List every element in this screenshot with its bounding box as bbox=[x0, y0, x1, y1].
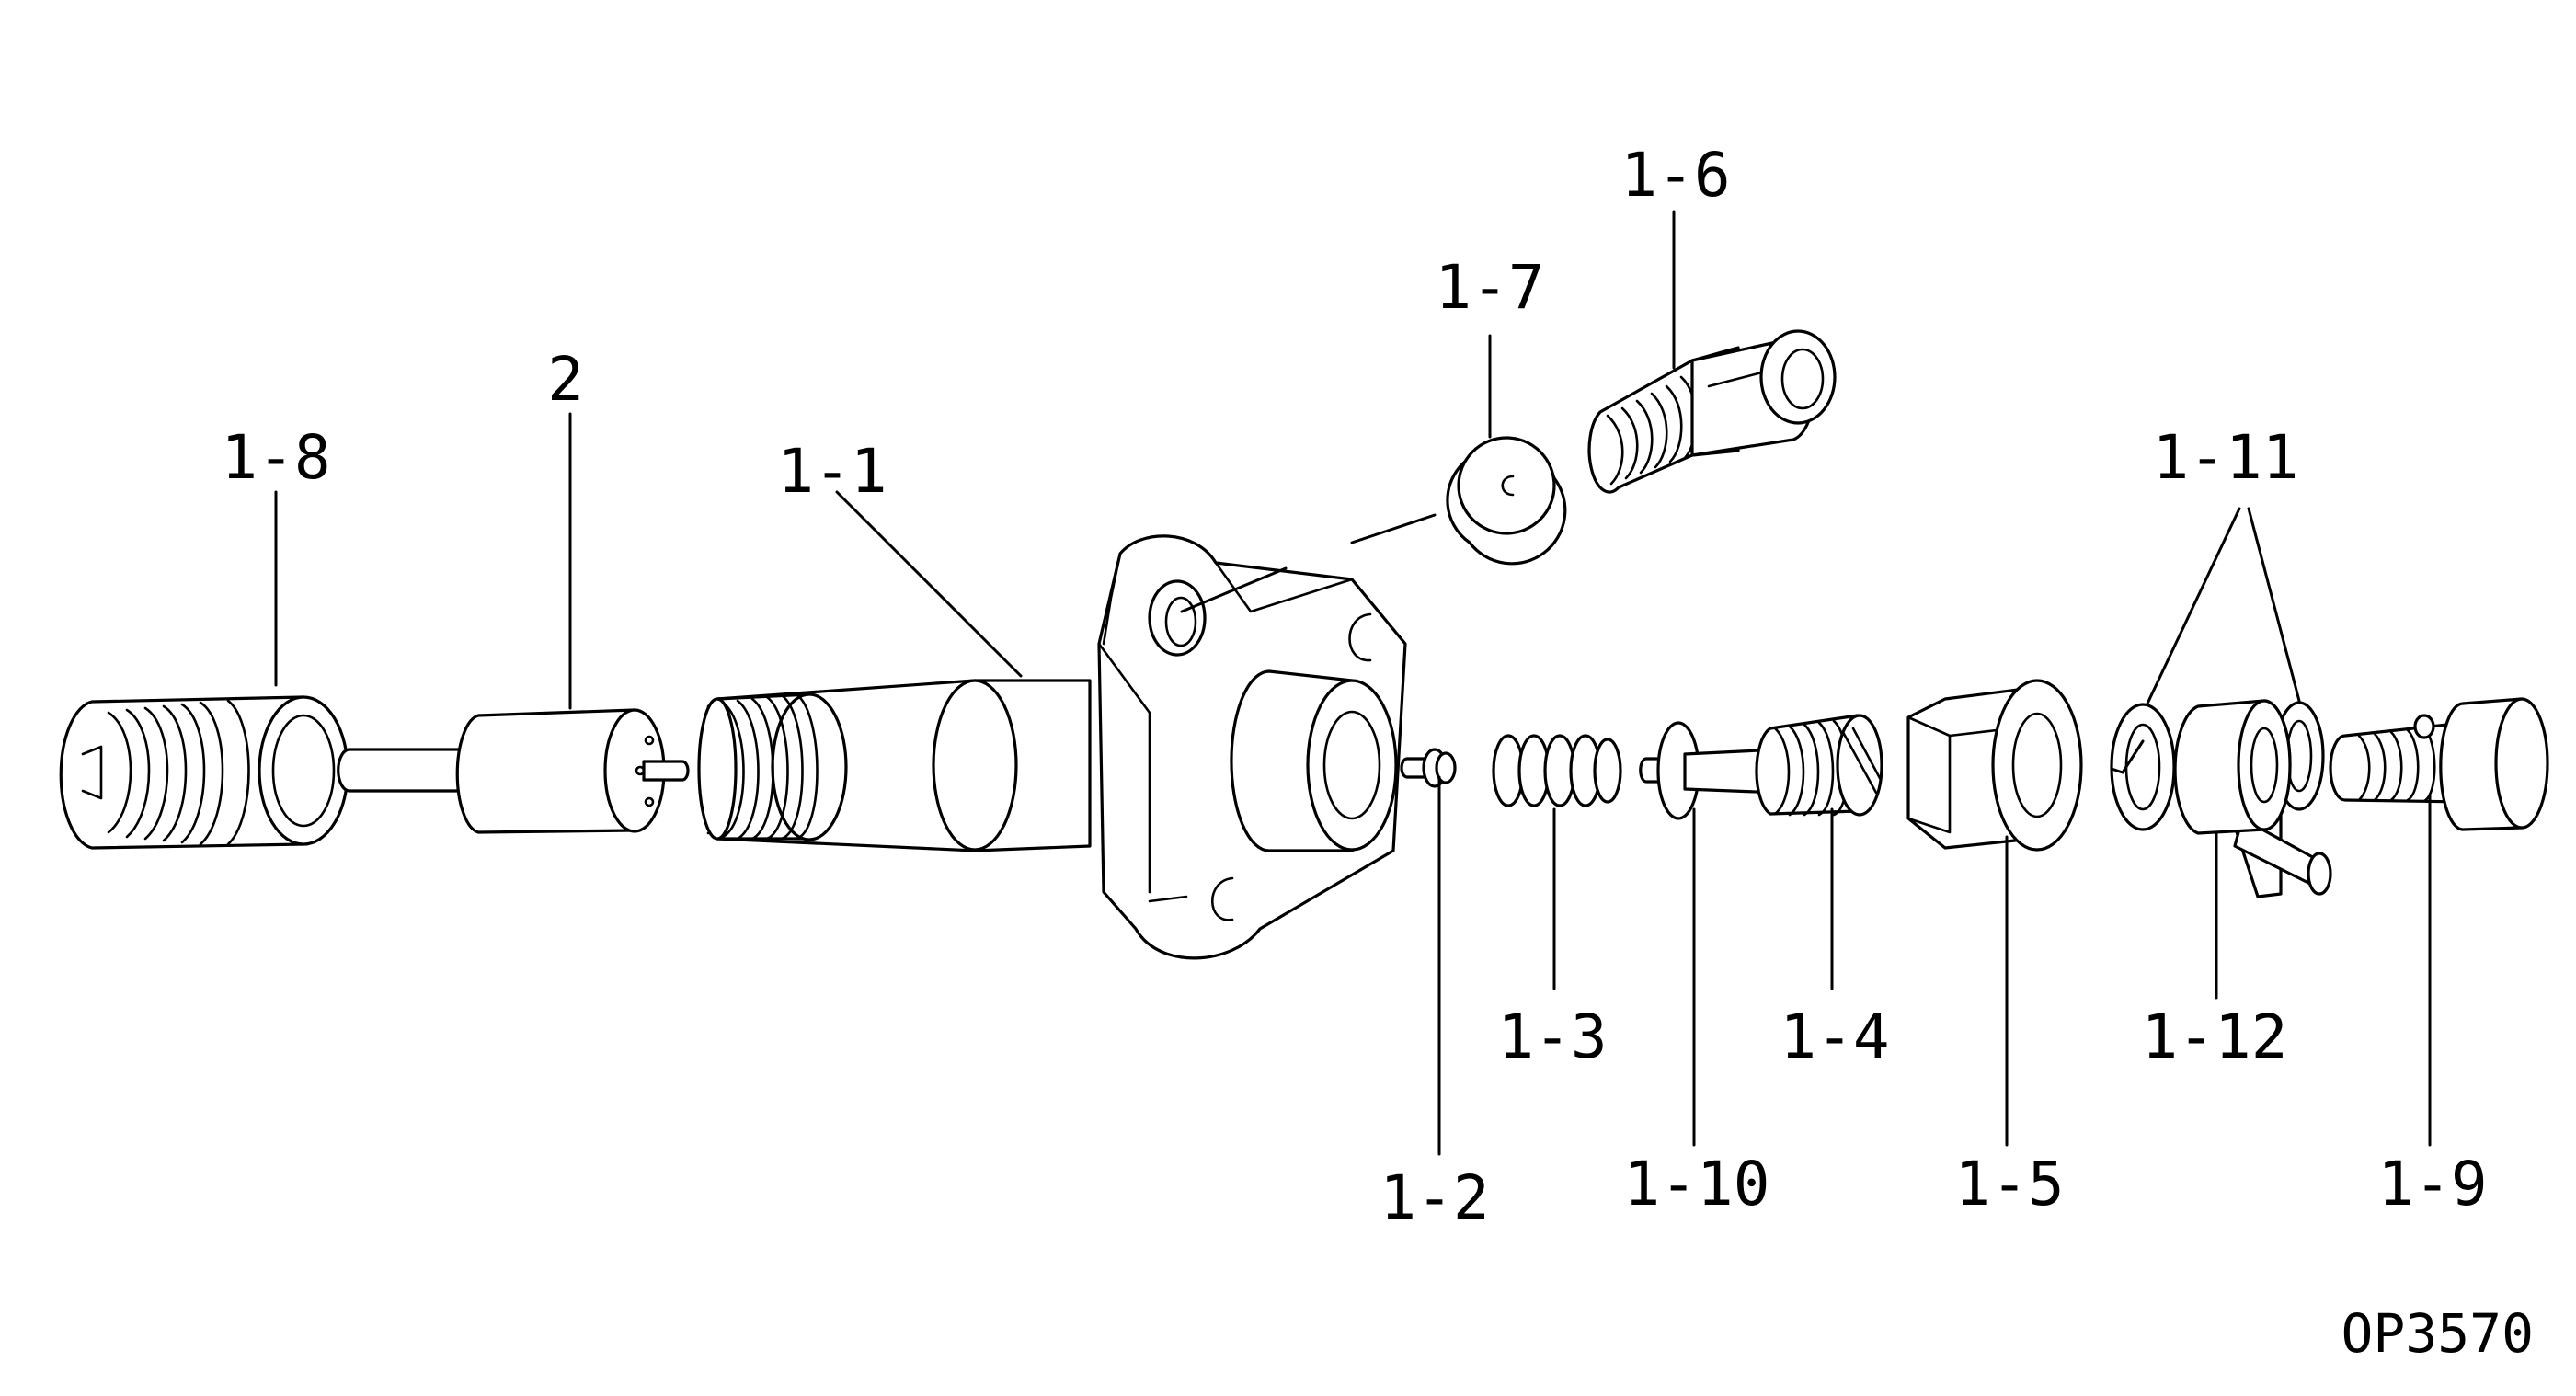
assembly-guide bbox=[1180, 513, 1437, 613]
part-1-8-retaining-nut bbox=[59, 695, 349, 850]
label-1-10: 1-10 bbox=[1624, 1149, 1770, 1219]
part-1-1-holder-body bbox=[697, 534, 1407, 960]
label-1-4: 1-4 bbox=[1780, 1001, 1889, 1072]
part-labels: 1-8 2 1-1 1-7 1-6 1-11 1-3 1-4 1-12 1-2 … bbox=[221, 140, 2487, 1233]
label-1-9: 1-9 bbox=[2377, 1149, 2487, 1219]
label-1-12: 1-12 bbox=[2142, 1001, 2288, 1072]
label-1-11: 1-11 bbox=[2153, 422, 2299, 493]
leader-lines bbox=[274, 210, 2432, 1156]
part-1-11-gaskets bbox=[2110, 701, 2325, 831]
leader-1-11-a bbox=[2146, 507, 2241, 705]
leader-1-11-b bbox=[2247, 507, 2301, 703]
part-1-3-spring bbox=[1492, 734, 1622, 807]
label-1-2: 1-2 bbox=[1380, 1162, 1489, 1233]
label-1-6: 1-6 bbox=[1620, 140, 1730, 211]
label-1-5: 1-5 bbox=[1954, 1149, 2064, 1219]
label-1-3: 1-3 bbox=[1497, 1001, 1607, 1072]
label-1-7: 1-7 bbox=[1435, 252, 1544, 323]
label-1-1: 1-1 bbox=[777, 436, 887, 507]
part-2-nozzle bbox=[337, 708, 690, 834]
part-1-7-washer bbox=[1446, 436, 1567, 566]
part-1-2-pin bbox=[1400, 748, 1457, 788]
label-2: 2 bbox=[547, 344, 584, 415]
part-1-9-eye-bolt bbox=[2329, 697, 2549, 831]
part-1-5-cap-nut bbox=[1906, 679, 2083, 852]
part-1-4-adjusting-screw bbox=[1755, 714, 1883, 817]
leader-1-1 bbox=[835, 490, 1023, 678]
part-1-6-inlet-connector bbox=[1587, 329, 1837, 494]
drawing-code: OP3570 bbox=[2341, 1302, 2534, 1365]
part-1-12-overflow-connector bbox=[2173, 699, 2332, 898]
label-1-8: 1-8 bbox=[221, 422, 330, 493]
